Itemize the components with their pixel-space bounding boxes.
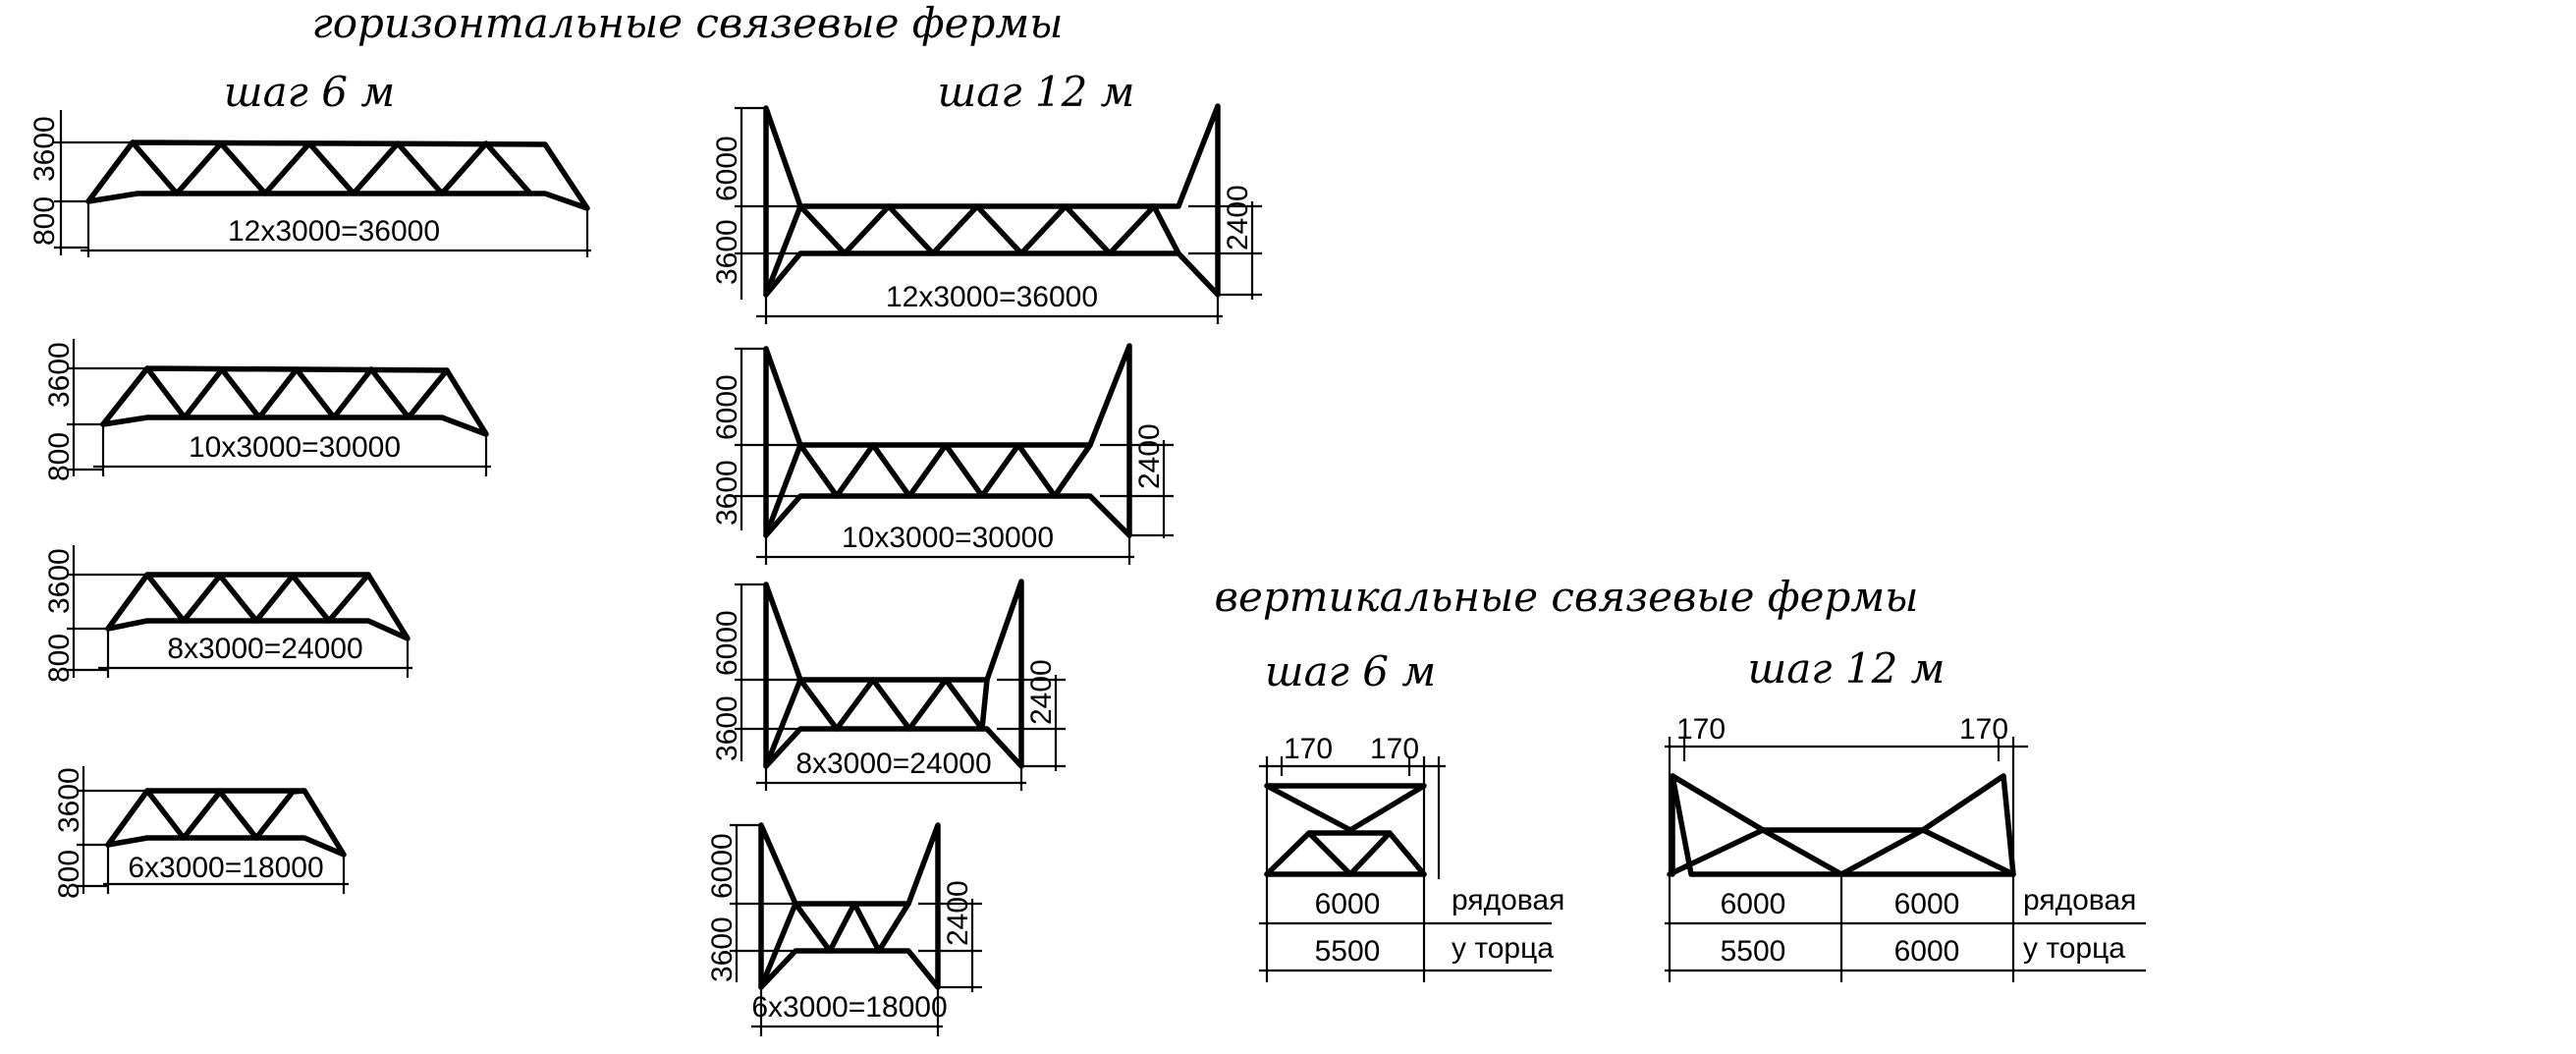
dim-3600: 3600 — [711, 695, 743, 761]
truss-12m-8-panels: 6000 3600 2400 8х3000=24000 — [711, 579, 1066, 791]
dim-6000: 6000 — [711, 610, 743, 676]
v6-offset-left: 170 — [1284, 733, 1333, 765]
truss-12m-6-panels: 6000 3600 2400 6х3000=18000 — [706, 822, 982, 1036]
v6-offset-right: 170 — [1370, 733, 1419, 765]
label-row-type: рядовая — [1452, 884, 1564, 916]
step-12m-horizontal-label: шаг 12 м — [937, 68, 1134, 116]
v12-span-row-2: 6000 — [1894, 888, 1960, 920]
horizontal-trusses-title: горизонтальные связевые фермы — [312, 0, 1064, 47]
span-10x3000: 10х3000=30000 — [842, 522, 1054, 554]
dim-6000: 6000 — [711, 374, 743, 440]
span-10x3000: 10х3000=30000 — [189, 431, 401, 464]
vertical-truss-6m: 170 170 6000 5500 рядовая у торца — [1259, 733, 1564, 982]
dim-2400: 2400 — [1025, 659, 1058, 725]
v6-span-row: 6000 — [1315, 888, 1381, 920]
dim-800: 800 — [43, 634, 76, 683]
dim-3600: 3600 — [711, 460, 743, 526]
label-end-type: у торца — [2023, 932, 2125, 965]
span-6x3000: 6х3000=18000 — [751, 991, 947, 1024]
dim-3600: 3600 — [706, 916, 739, 982]
dim-800: 800 — [28, 196, 61, 246]
dim-3600: 3600 — [53, 767, 85, 833]
v6-span-end: 5500 — [1315, 935, 1381, 968]
v12-span-end-2: 6000 — [1894, 935, 1960, 968]
v12-span-end-1: 5500 — [1721, 935, 1786, 968]
dim-2400: 2400 — [1133, 423, 1166, 489]
v12-span-row-1: 6000 — [1721, 888, 1786, 920]
step-6m-horizontal-label: шаг 6 м — [224, 68, 395, 116]
dim-2400: 2400 — [1222, 185, 1254, 250]
label-end-type: у торца — [1452, 932, 1554, 965]
truss-6m-8-panels: 3600 800 8х3000=24000 — [43, 545, 412, 683]
vertical-trusses-title: вертикальные связевые фермы — [1215, 573, 1919, 621]
truss-12m-10-panels: 6000 3600 2400 10х3000=30000 — [711, 343, 1174, 565]
dim-3600: 3600 — [711, 219, 743, 285]
span-8x3000: 8х3000=24000 — [795, 748, 991, 780]
dim-3600: 3600 — [43, 342, 76, 408]
step-12m-vertical-label: шаг 12 м — [1747, 644, 1945, 693]
dim-800: 800 — [43, 432, 76, 481]
dim-3600: 3600 — [28, 116, 61, 182]
span-12x3000: 12х3000=36000 — [886, 281, 1098, 313]
step-6m-vertical-label: шаг 6 м — [1265, 647, 1436, 695]
dim-2400: 2400 — [942, 880, 974, 946]
span-6x3000: 6х3000=18000 — [128, 852, 323, 884]
dim-800: 800 — [53, 850, 85, 899]
truss-6m-6-panels: 3600 800 6х3000=18000 — [53, 766, 349, 899]
dim-6000: 6000 — [706, 833, 739, 899]
v12-offset-left: 170 — [1676, 713, 1726, 746]
span-12x3000: 12х3000=36000 — [228, 215, 440, 248]
vertical-truss-12m: 170 170 6000 6000 5500 6000 рядовая у то… — [1665, 713, 2146, 982]
v12-offset-right: 170 — [1959, 713, 2008, 746]
dim-6000: 6000 — [711, 136, 743, 201]
truss-6m-12-panels: 3600 800 12х3000=36000 — [28, 110, 591, 257]
truss-6m-10-panels: 3600 800 10х3000=30000 — [43, 339, 491, 481]
label-row-type: рядовая — [2023, 884, 2136, 916]
dim-3600: 3600 — [43, 548, 76, 614]
span-8x3000: 8х3000=24000 — [167, 633, 362, 665]
truss-12m-12-panels: 6000 3600 2400 12х3000=36000 — [711, 103, 1262, 324]
